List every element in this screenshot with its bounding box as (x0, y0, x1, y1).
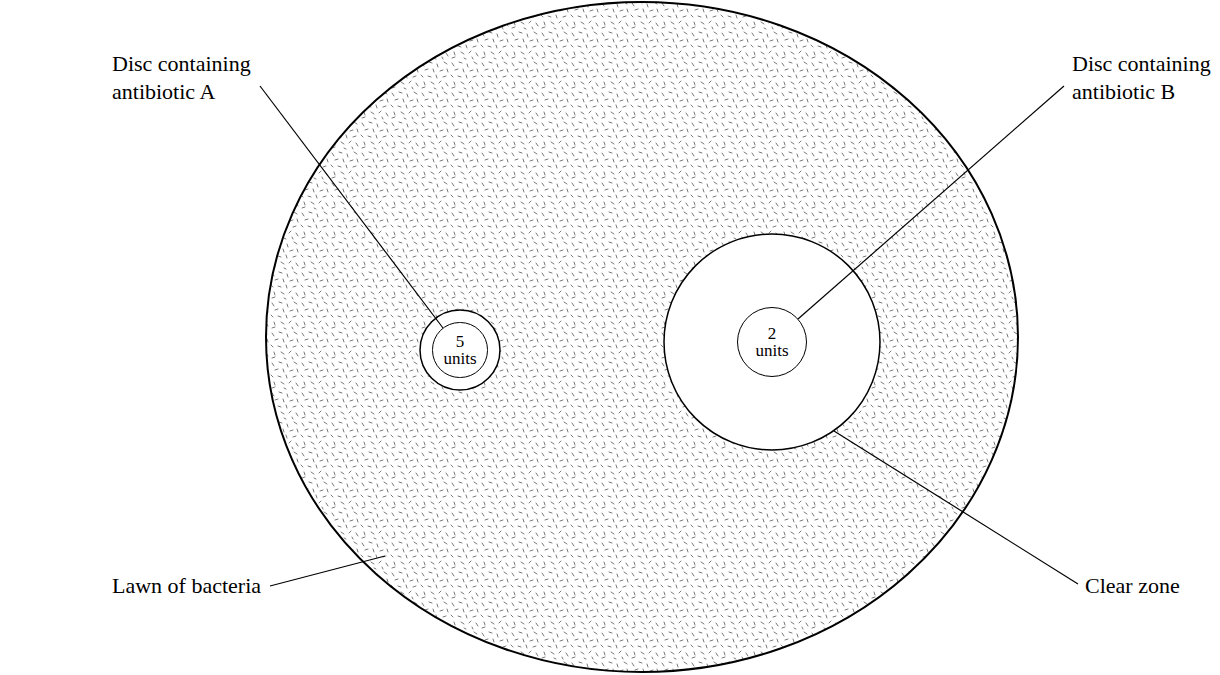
leader-line (270, 556, 385, 586)
leader-line (260, 86, 443, 328)
callout-label: Disc containing antibiotic B (1072, 50, 1217, 105)
callout-label: Clear zone (1085, 572, 1215, 600)
clear-zone (664, 234, 880, 450)
leader-line (834, 431, 1078, 584)
antibiotic-disc: 5 units (432, 322, 487, 377)
dose-label: 2 units (755, 325, 788, 359)
callout-label: Disc containing antibiotic A (112, 50, 272, 105)
clear-zone-ring (420, 310, 500, 390)
dose-label: 5 units (443, 333, 476, 367)
leader-line (798, 86, 1064, 319)
lawn-of-bacteria (266, 2, 1018, 672)
antibiotic-disc: 2 units (737, 307, 807, 377)
callout-label: Lawn of bacteria (112, 572, 312, 600)
